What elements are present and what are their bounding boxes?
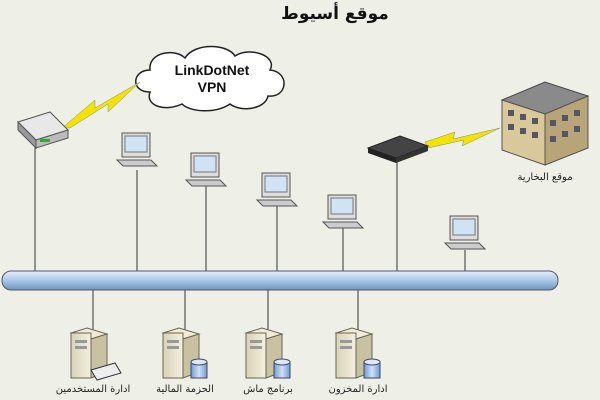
server-label: ادارة المخزون	[328, 384, 388, 395]
router-icon	[17, 111, 69, 150]
server-icon	[161, 327, 208, 379]
cloud-label-line2: VPN	[197, 79, 227, 95]
server-icon	[69, 327, 122, 381]
cloud-label-line1: LinkDotNet	[174, 62, 250, 78]
remote-site-label: موقع البخارية	[517, 172, 573, 183]
building-icon	[500, 81, 590, 166]
workstation-icon	[115, 132, 159, 167]
server-label: الحزمة المالية	[156, 384, 214, 395]
workstation-icon	[255, 172, 299, 207]
network-bus	[1, 270, 559, 291]
vpn-cloud	[135, 45, 285, 112]
connection-lines	[34, 140, 466, 330]
workstation-icon	[443, 215, 487, 250]
workstation-icon	[184, 152, 228, 187]
wireless-link-icon	[61, 81, 141, 129]
modem-icon	[366, 135, 430, 163]
server-label: ادارة المستخدمين	[55, 384, 131, 395]
wireless-link-icon	[424, 127, 501, 149]
server-icon	[334, 327, 381, 379]
server-label: برنامج ماش	[243, 384, 293, 395]
page-title: موقع أسيوط	[281, 4, 389, 24]
workstation-icon	[321, 194, 365, 229]
cloud-label: LinkDotNet VPN	[175, 62, 250, 96]
server-icon	[244, 327, 291, 379]
